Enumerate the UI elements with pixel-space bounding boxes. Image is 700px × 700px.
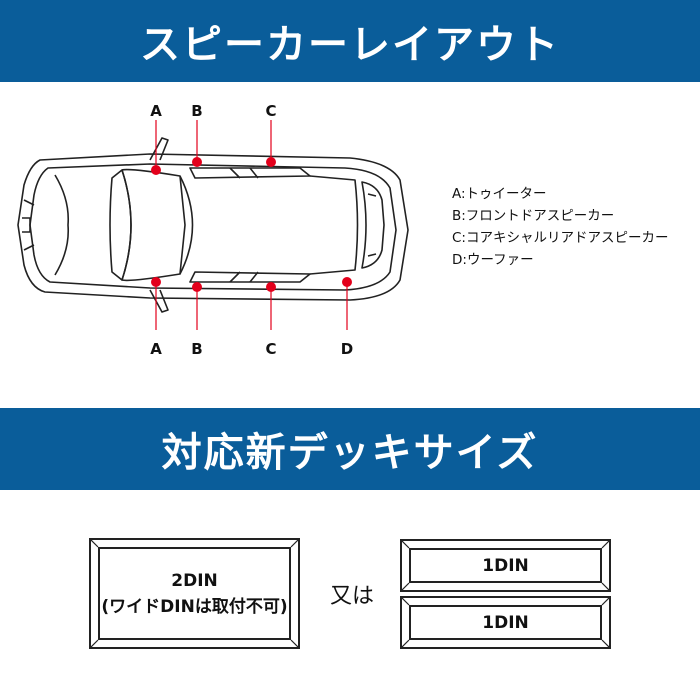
single-din-label-bottom: 1DIN [482, 612, 529, 633]
double-din-label: 2DIN [171, 570, 218, 591]
speaker-layout-title: スピーカーレイアウト [140, 22, 560, 68]
or-text: 又は [330, 584, 375, 609]
windshield [109, 169, 132, 281]
rear-window [361, 181, 385, 269]
roof [121, 168, 186, 282]
speaker-dot-c-bottom [266, 282, 276, 292]
speaker-dot-a-top [151, 165, 161, 175]
label-bottom-b: B [191, 340, 202, 358]
legend-item-d: D:ウーファー [452, 252, 534, 268]
mirror-right [149, 289, 169, 313]
speaker-dot-c-top [266, 157, 276, 167]
legend-item-c: C:コアキシャルリアドアスピーカー [452, 230, 669, 246]
car-top-view-diagram: A B C A B C D [17, 102, 409, 358]
single-din-deck-top: 1DIN [400, 539, 611, 592]
label-top-c: C [265, 102, 276, 120]
deck-size-banner: 対応新デッキサイズ [0, 408, 700, 490]
label-bottom-d: D [341, 340, 353, 358]
double-din-deck: 2DIN (ワイドDINは取付不可) [89, 538, 300, 649]
speaker-layout-banner: スピーカーレイアウト [0, 0, 700, 82]
single-din-deck-bottom: 1DIN [400, 596, 611, 649]
label-bottom-c: C [265, 340, 276, 358]
single-din-label-top: 1DIN [482, 555, 529, 576]
label-bottom-a: A [150, 340, 162, 358]
car-body-outline [17, 153, 409, 301]
legend-item-a: A:トゥイーター [452, 186, 547, 202]
speaker-dot-d-bottom [342, 277, 352, 287]
label-top-a: A [150, 102, 162, 120]
label-top-b: B [191, 102, 202, 120]
single-din-face-bottom: 1DIN [409, 605, 602, 640]
double-din-face: 2DIN (ワイドDINは取付不可) [98, 547, 291, 640]
legend-item-b: B:フロントドアスピーカー [452, 208, 615, 224]
deck-size-title: 対応新デッキサイズ [161, 430, 539, 476]
speaker-dot-b-top [192, 157, 202, 167]
speaker-legend: A:トゥイーター B:フロントドアスピーカー C:コアキシャルリアドアスピーカー… [452, 183, 668, 271]
speaker-dot-b-bottom [192, 282, 202, 292]
speaker-dot-a-bottom [151, 277, 161, 287]
single-din-face-top: 1DIN [409, 548, 602, 583]
double-din-note: (ワイドDINは取付不可) [101, 596, 288, 617]
car-body-inner [29, 163, 397, 291]
mirror-left [149, 137, 169, 161]
